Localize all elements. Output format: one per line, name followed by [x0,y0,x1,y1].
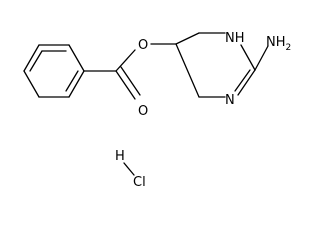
structure-canvas: O O NH N NH2 H Cl [23,31,291,189]
carbonyl-oxygen-label: O [138,104,148,119]
hydrogen-label: H [115,149,125,164]
molecule-drawing: O O NH N NH2 H Cl [23,31,291,189]
ester-oxygen-label: O [138,38,148,53]
ring-bond [175,32,200,45]
amine-subscript: 2 [286,43,292,53]
benzene-bond [23,44,40,72]
ring-bond [175,43,200,98]
ester-group [83,43,177,100]
ring-bond [240,44,256,71]
pyrimidine-ring [175,32,269,98]
carbonyl-to-ester-o-bond [115,49,136,72]
chlorine-label: Cl [133,175,146,189]
amine-label: NH2 [266,35,291,53]
ring-double-bond [234,69,251,92]
carbonyl-double-bond [115,70,136,100]
carbonyl-double-bond [120,66,141,96]
benzene-double-bond [65,70,79,92]
benzene-ring [23,44,85,98]
benzene-double-bond [29,50,43,72]
ring-double-bond [237,69,256,96]
benzene-bond [68,44,85,72]
ring-nh-label: NH [225,31,245,46]
benzene-bond [23,70,40,98]
ring-n-label: N [225,93,235,108]
amine-bond [254,45,269,71]
benzene-bond [68,70,85,98]
h-cl-bond [123,162,135,176]
